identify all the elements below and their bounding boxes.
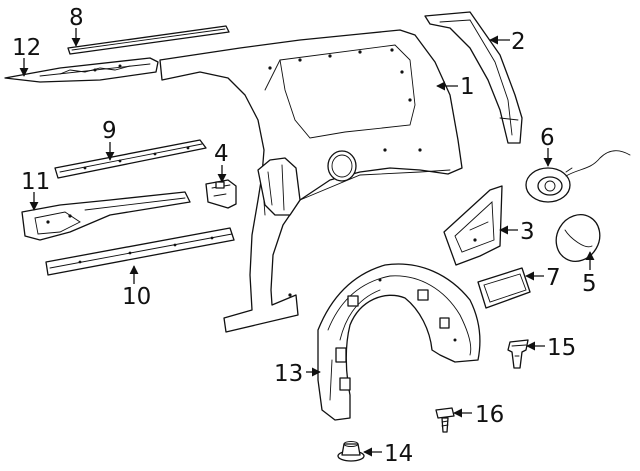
part-6-fuel-door-housing[interactable] [525, 150, 631, 203]
callout-5: 5 [582, 271, 597, 297]
part-5-fuel-door[interactable] [548, 207, 608, 270]
callout-8: 8 [69, 5, 84, 31]
callout-15: 15 [547, 335, 576, 361]
part-7-pad[interactable] [477, 267, 531, 309]
part-8-roof-rail-strip[interactable] [67, 25, 230, 55]
callout-6: 6 [540, 125, 555, 151]
callout-1: 1 [460, 74, 475, 100]
part-11-sill-reinforcement[interactable] [21, 191, 191, 241]
callout-13: 13 [274, 361, 303, 387]
callout-11: 11 [21, 169, 50, 195]
callout-9: 9 [102, 118, 117, 144]
part-10-lower-sill-panel[interactable] [45, 227, 235, 276]
callout-10: 10 [122, 284, 151, 310]
part-12-roof-rail-reinforcement[interactable] [4, 57, 159, 83]
part-15-push-clip[interactable] [507, 339, 529, 369]
part-13-wheelhouse-liner[interactable] [317, 263, 481, 421]
callout-labels: 1 2 3 4 5 6 7 8 9 10 11 12 13 14 15 16 [12, 5, 597, 467]
part-1-quarter-panel[interactable] [159, 29, 463, 333]
part-4-bracket[interactable] [205, 179, 237, 209]
callout-3: 3 [520, 219, 535, 245]
callout-14: 14 [384, 441, 413, 467]
part-16-screw[interactable] [435, 407, 455, 433]
callout-4: 4 [214, 141, 229, 167]
callout-7: 7 [546, 265, 561, 291]
part-9-sill-strip[interactable] [54, 139, 207, 179]
part-14-nut[interactable] [337, 441, 365, 462]
callout-12: 12 [12, 35, 41, 61]
part-2-pillar-reinforcement[interactable] [424, 11, 523, 144]
leader-lines [19, 28, 595, 457]
callout-2: 2 [511, 29, 526, 55]
part-3-bracket-panel[interactable] [443, 185, 503, 266]
callout-16: 16 [475, 402, 504, 428]
